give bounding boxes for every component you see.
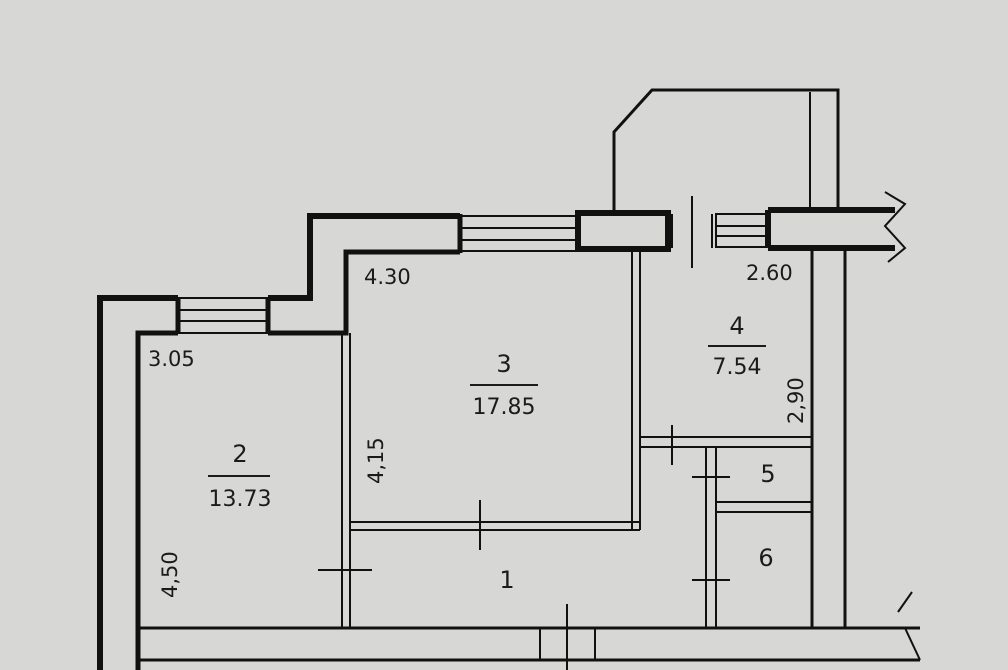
- dim-room2-width: 3.05: [148, 347, 195, 371]
- room-1-number: 1: [499, 566, 514, 594]
- exterior-wall-left-inner: [135, 330, 178, 670]
- room-4: 4 7.54: [708, 312, 766, 380]
- room-6-number: 6: [758, 544, 773, 572]
- dim-room3-width: 4.30: [364, 265, 411, 289]
- room-3-number: 3: [496, 350, 511, 378]
- exterior-wall-left: [97, 295, 178, 670]
- exterior-wall-step: [268, 213, 460, 301]
- room-4-area: 7.54: [713, 355, 762, 380]
- room-2-number: 2: [232, 440, 247, 468]
- room-5-number: 5: [760, 460, 775, 488]
- dim-room2-length: 4,50: [158, 551, 182, 598]
- room-2: 2 13.73: [208, 440, 271, 512]
- dim-room4-width: 2.60: [746, 261, 793, 285]
- window-room4: [671, 196, 769, 268]
- loggia-outline: [612, 88, 840, 210]
- exterior-wall-step-inner: [268, 249, 460, 336]
- wall-pier: [575, 210, 671, 252]
- walls: [97, 88, 921, 670]
- break-mark-top: [883, 191, 907, 263]
- exterior-wall-right: [765, 207, 895, 251]
- break-mark-bottom: [897, 591, 921, 661]
- room-3: 3 17.85: [470, 350, 538, 420]
- door-marks: [318, 425, 730, 670]
- dim-room3-length: 4,15: [364, 437, 388, 484]
- room-3-area: 17.85: [473, 395, 536, 420]
- room-2-area: 13.73: [209, 487, 272, 512]
- dim-room4-length: 2,90: [784, 377, 808, 424]
- room-4-number: 4: [729, 312, 744, 340]
